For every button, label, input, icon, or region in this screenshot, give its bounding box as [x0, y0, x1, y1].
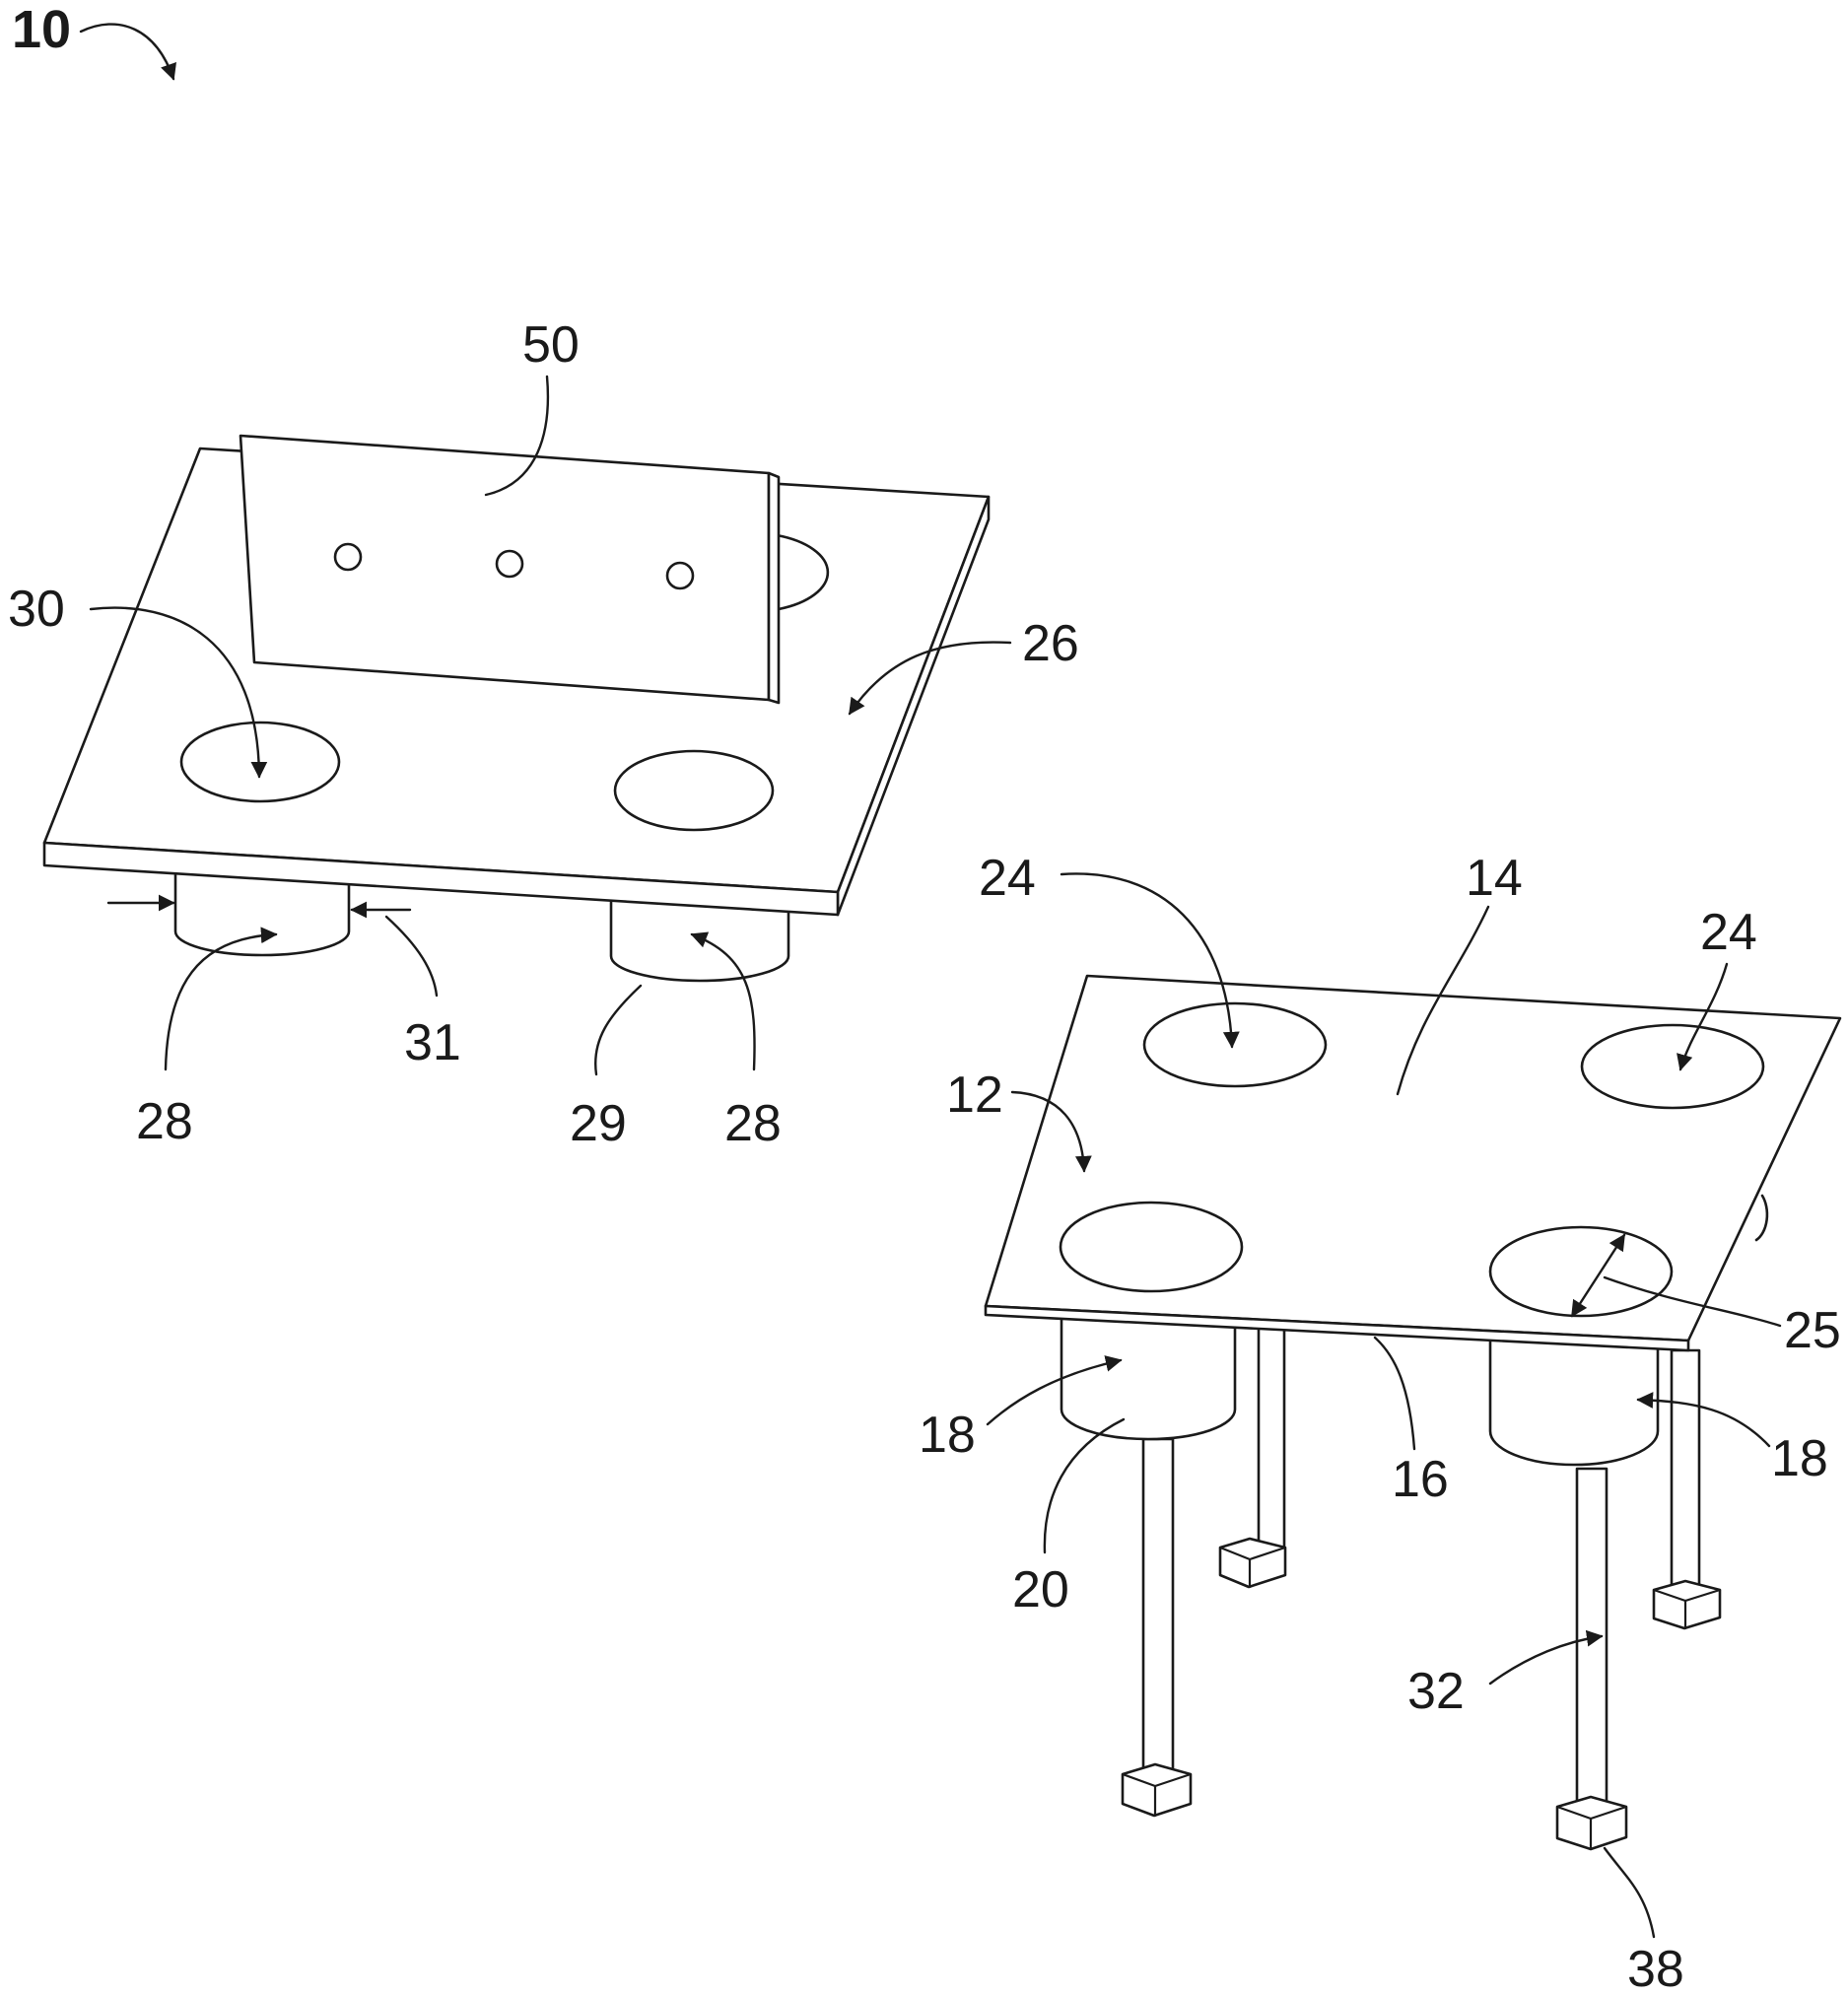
ref-20: 20	[1012, 1561, 1069, 1618]
ref-50: 50	[522, 316, 580, 374]
collar-back-hint	[1756, 1196, 1767, 1240]
figure-ref-10: 10	[12, 0, 71, 59]
collar-left	[175, 875, 349, 955]
ref-28-right: 28	[724, 1095, 782, 1152]
ref-25: 25	[1784, 1302, 1841, 1359]
ref-29: 29	[570, 1095, 627, 1152]
panel-50-edge	[769, 473, 779, 703]
ref-12: 12	[946, 1067, 1003, 1124]
ref-38: 38	[1627, 1941, 1684, 1996]
ref-31-leader	[386, 917, 437, 996]
ref-32: 32	[1407, 1663, 1465, 1720]
rod-back-left	[1259, 1321, 1284, 1552]
nut-back-right	[1654, 1581, 1720, 1628]
ref-26: 26	[1022, 615, 1079, 672]
top-plate-assembly	[44, 436, 989, 981]
ref-18-right: 18	[1771, 1430, 1828, 1487]
ref-14: 14	[1466, 850, 1523, 907]
collar-18-right	[1490, 1336, 1658, 1465]
ref-24-left: 24	[979, 850, 1036, 907]
ref-38-leader	[1605, 1848, 1654, 1937]
rod-back-right	[1672, 1350, 1699, 1592]
figure-ref-10-arrow	[81, 25, 173, 79]
ref-16: 16	[1392, 1451, 1449, 1508]
ref-16-leader	[1375, 1338, 1414, 1449]
ref-30: 30	[8, 581, 65, 638]
nut-back-left	[1220, 1539, 1285, 1587]
ref-20-leader	[1045, 1419, 1124, 1552]
ref-29-leader	[595, 986, 641, 1074]
collar-18-left	[1061, 1311, 1235, 1439]
nut-front-left	[1123, 1764, 1191, 1816]
ref-24-right: 24	[1700, 904, 1757, 961]
base-plate	[986, 976, 1840, 1341]
ref-31: 31	[404, 1014, 461, 1071]
ref-18-left: 18	[919, 1407, 976, 1464]
rod-front-left	[1143, 1439, 1173, 1779]
ref-28-left: 28	[136, 1093, 193, 1150]
